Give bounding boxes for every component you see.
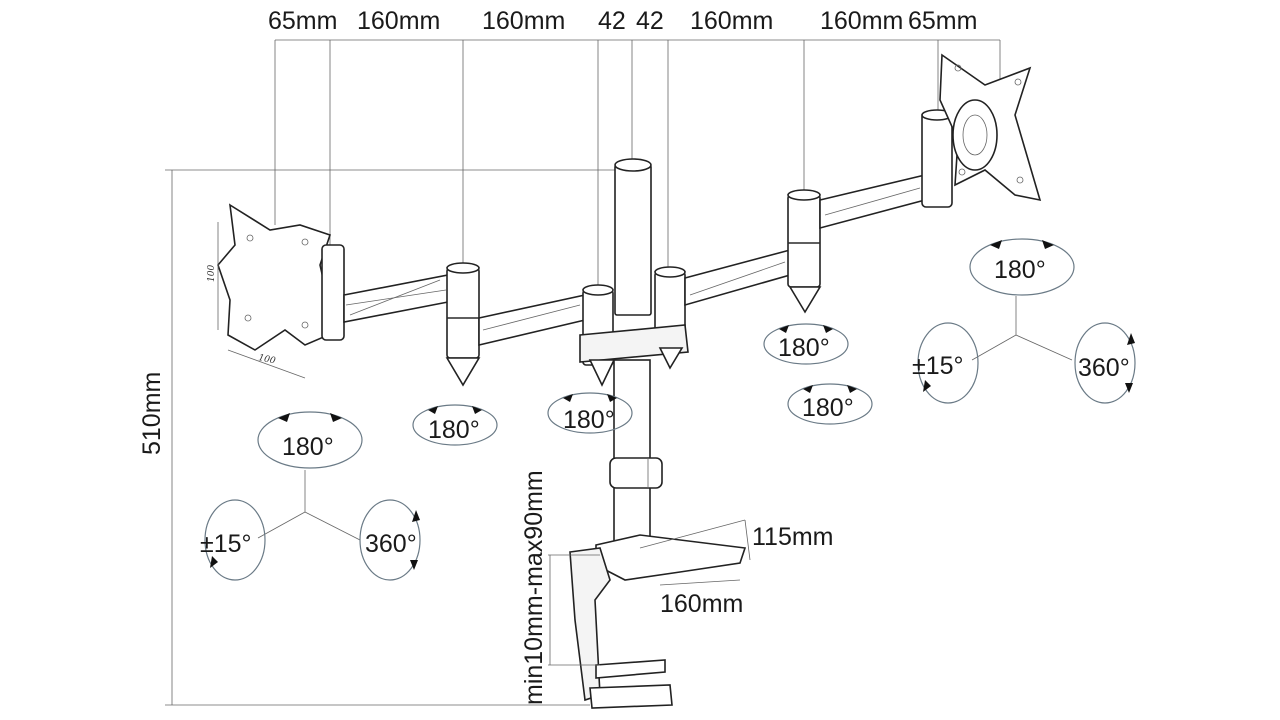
- right-tilt-180-label: 180°: [994, 256, 1046, 284]
- dim-top-42-left: 42: [598, 7, 626, 35]
- right-vesa-plate: [921, 53, 1042, 208]
- left-tilt-180-label: 180°: [282, 433, 334, 461]
- left-joint: [445, 262, 481, 387]
- dim-top-65mm-left: 65mm: [268, 7, 337, 35]
- joint-center-rotation: [547, 392, 633, 434]
- joint-center-180-label: 180°: [563, 406, 615, 434]
- dim-vesa-100-vertical: 100: [207, 265, 217, 282]
- dim-top-160mm-1: 160mm: [357, 7, 440, 35]
- right-joint: [787, 189, 822, 314]
- top-dimension-lines: [274, 39, 1001, 290]
- joint-right-bottom-rotation: [787, 383, 873, 425]
- right-outer-arm: [819, 173, 926, 230]
- right-inner-arm: [684, 248, 791, 307]
- center-post: [579, 158, 689, 546]
- left-rotate-360-label: 360°: [365, 530, 417, 558]
- left-swivel-15-label: ±15°: [200, 530, 252, 558]
- left-outer-arm: [343, 274, 449, 323]
- right-head-rotations: [917, 238, 1136, 404]
- joint-left-rotation: [412, 404, 498, 446]
- dim-top-160mm-2: 160mm: [482, 7, 565, 35]
- right-swivel-15-label: ±15°: [912, 352, 964, 380]
- left-vesa-plate: [217, 203, 345, 379]
- dim-top-160mm-3: 160mm: [690, 7, 773, 35]
- joint-left-180-label: 180°: [428, 416, 480, 444]
- height-dimension: [165, 169, 615, 706]
- dim-vesa-100-horizontal: 100: [257, 353, 276, 366]
- dim-top-65mm-right: 65mm: [908, 7, 977, 35]
- joint-right-top-180-label: 180°: [778, 334, 830, 362]
- desk-clamp: [548, 519, 751, 709]
- dim-top-160mm-4: 160mm: [820, 7, 903, 35]
- dim-height-510mm: 510mm: [138, 372, 166, 455]
- dim-clamp-range: min10mm-max90mm: [520, 470, 548, 705]
- joint-right-bottom-180-label: 180°: [802, 394, 854, 422]
- left-head-rotations: [204, 411, 421, 581]
- left-inner-arm: [478, 294, 586, 347]
- dim-base-160mm: 160mm: [660, 590, 743, 618]
- dim-base-115mm: 115mm: [752, 523, 834, 551]
- joint-right-top-rotation: [763, 323, 849, 365]
- right-rotate-360-label: 360°: [1078, 354, 1130, 382]
- dim-top-42-right: 42: [636, 7, 664, 35]
